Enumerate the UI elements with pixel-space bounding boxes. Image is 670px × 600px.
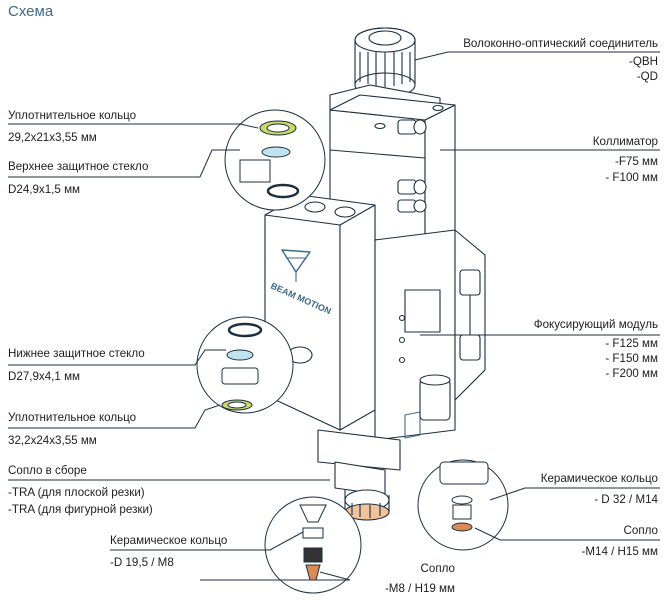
lower-glass-value: D27,9x4,1 мм: [8, 370, 81, 383]
ceramic-ring-left-value: -D 19,5 / M8: [110, 556, 174, 569]
nozzle-assembly-label: Сопло в сборе: [8, 464, 87, 477]
seal-ring-bottom-label: Уплотнительное кольцо: [8, 411, 137, 424]
collimator-value-1: -F75 мм: [614, 155, 658, 168]
collimator-label: Коллиматор: [592, 135, 658, 148]
seal-ring-top-value: 29,2x21x3,55 мм: [8, 131, 97, 144]
upper-glass-value: D24,9x1,5 мм: [8, 183, 81, 196]
fiber-connector-label: Волоконно-оптический соединитель: [463, 37, 658, 50]
seal-ring-top-label: Уплотнительное кольцо: [8, 109, 137, 122]
nozzle-right-value: -M14 / H15 мм: [581, 545, 658, 558]
nozzle-assembly-value-2: -TRA (для фигурной резки): [8, 503, 153, 516]
ceramic-ring-right-label: Керамическое кольцо: [540, 472, 658, 485]
focusing-module-label: Фокусирующий модуль: [533, 318, 658, 331]
seal-ring-bottom-value: 32,2x24x3,55 мм: [8, 434, 97, 447]
focusing-module-value-3: - F200 мм: [605, 367, 658, 380]
nozzle-bottom-label: Сопло: [420, 562, 455, 575]
detail-circle-bottom: [264, 496, 362, 594]
page-title: Схема: [8, 3, 54, 20]
focusing-module-value-1: - F125 мм: [605, 337, 658, 350]
lower-nozzle-graphic: [317, 429, 401, 521]
upper-glass-label: Верхнее защитное стекло: [8, 160, 149, 173]
detail-circle-middle: [196, 316, 294, 414]
nozzle-bottom-value: -M8 / H19 мм: [384, 582, 455, 595]
ceramic-ring-right-value: - D 32 / M14: [594, 493, 658, 506]
nozzle-right-label: Сопло: [623, 524, 658, 537]
nozzle-assembly-value-1: -TRA (для плоской резки): [8, 486, 145, 499]
collimator-value-2: - F100 мм: [605, 171, 658, 184]
fiber-connector-value-1: -QBH: [629, 55, 658, 68]
detail-circle-upper: [224, 109, 326, 211]
ceramic-ring-left-label: Керамическое кольцо: [110, 534, 228, 547]
housing-graphic: [264, 194, 486, 441]
focusing-module-value-2: - F150 мм: [605, 352, 658, 365]
fiber-connector-value-2: -QD: [636, 70, 658, 83]
lower-glass-label: Нижнее защитное стекло: [8, 347, 145, 360]
